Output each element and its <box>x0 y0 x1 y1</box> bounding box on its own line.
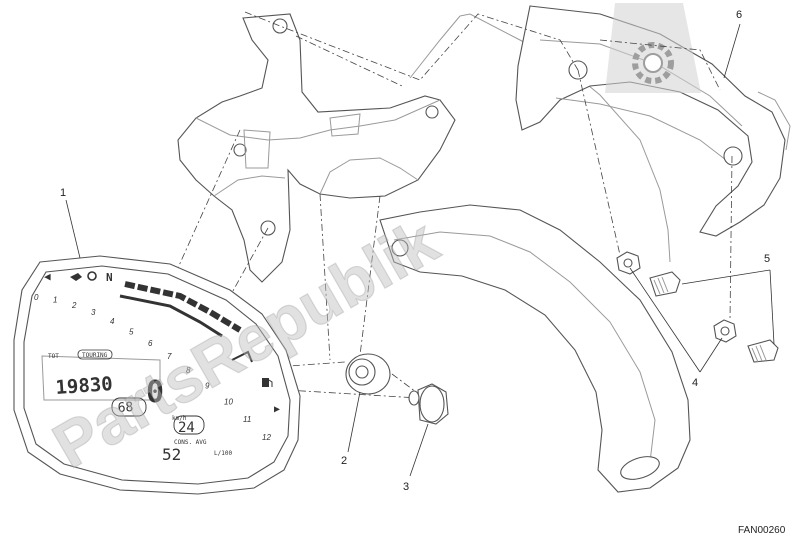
turn-signal-right-icon: ▶ <box>274 404 280 415</box>
callout-3: 3 <box>403 423 429 493</box>
turn-signal-left-icon: ◀ <box>44 270 51 283</box>
callout-6: 6 <box>723 9 742 79</box>
headlight-support-arm <box>379 13 691 493</box>
rpm-scale-label: 0 <box>34 293 39 302</box>
odometer-label: TOT <box>48 353 59 360</box>
speed-value: 0 <box>146 375 164 410</box>
speed-unit: km/h <box>172 415 187 422</box>
high-beam-icon <box>231 350 253 363</box>
nut-upper <box>616 251 641 275</box>
rpm-scale-label: 1 <box>53 296 57 305</box>
lcd-display: TOT TOURING 19830 68 0 km/h 24 CONS. AVG… <box>41 349 280 464</box>
mode-badge <box>77 349 113 360</box>
rpm-scale-label: 3 <box>91 308 96 317</box>
temperature-value: 68 <box>117 400 134 416</box>
consumption-value: 52 <box>162 445 181 464</box>
callout-5: 5 <box>681 253 775 345</box>
rubber-grommet <box>345 353 391 395</box>
spacer-bushing <box>408 383 449 425</box>
callout-2-label: 2 <box>341 455 347 467</box>
odometer-value: 19830 <box>55 373 114 399</box>
gear-icon <box>605 3 701 93</box>
nut-lower <box>713 319 737 343</box>
rpm-scale-label: 9 <box>205 381 210 390</box>
callout-4: 4 <box>629 267 723 389</box>
rpm-scale-label: 11 <box>243 415 251 424</box>
callout-1-label: 1 <box>60 187 66 199</box>
drawing-code: FAN00260 <box>738 525 786 536</box>
gear-indicator: N <box>106 271 113 284</box>
rpm-bar <box>119 281 242 338</box>
rpm-scale-label: 12 <box>262 433 271 442</box>
callout-1: 1 <box>60 187 81 259</box>
callout-2: 2 <box>341 391 361 467</box>
mode-label: TOURING <box>82 352 108 359</box>
rpm-scale-label: 10 <box>224 398 233 407</box>
instrument-cover <box>515 5 791 237</box>
consumption-unit: L/100 <box>214 450 232 457</box>
oil-can-icon <box>70 273 82 281</box>
fuel-value: 24 <box>178 420 195 436</box>
engine-warning-icon <box>87 271 97 281</box>
callout-4-label: 4 <box>692 377 698 389</box>
callout-5-label: 5 <box>764 253 770 265</box>
instrument-bracket <box>177 13 456 283</box>
fuel-pump-icon <box>262 378 273 387</box>
rpm-scale-label: 7 <box>167 352 172 361</box>
rpm-scale-label: 4 <box>110 317 115 326</box>
screw-upper <box>649 271 681 297</box>
rpm-scale-label: 6 <box>148 339 153 348</box>
screw-lower <box>747 339 779 363</box>
consumption-label: CONS. AVG <box>174 439 207 446</box>
rpm-scale-label: 8 <box>186 366 191 375</box>
rpm-scale-label: 5 <box>129 328 134 337</box>
rpm-scale-label: 2 <box>71 301 77 310</box>
callout-3-label: 3 <box>403 481 409 493</box>
callout-6-label: 6 <box>736 9 742 21</box>
